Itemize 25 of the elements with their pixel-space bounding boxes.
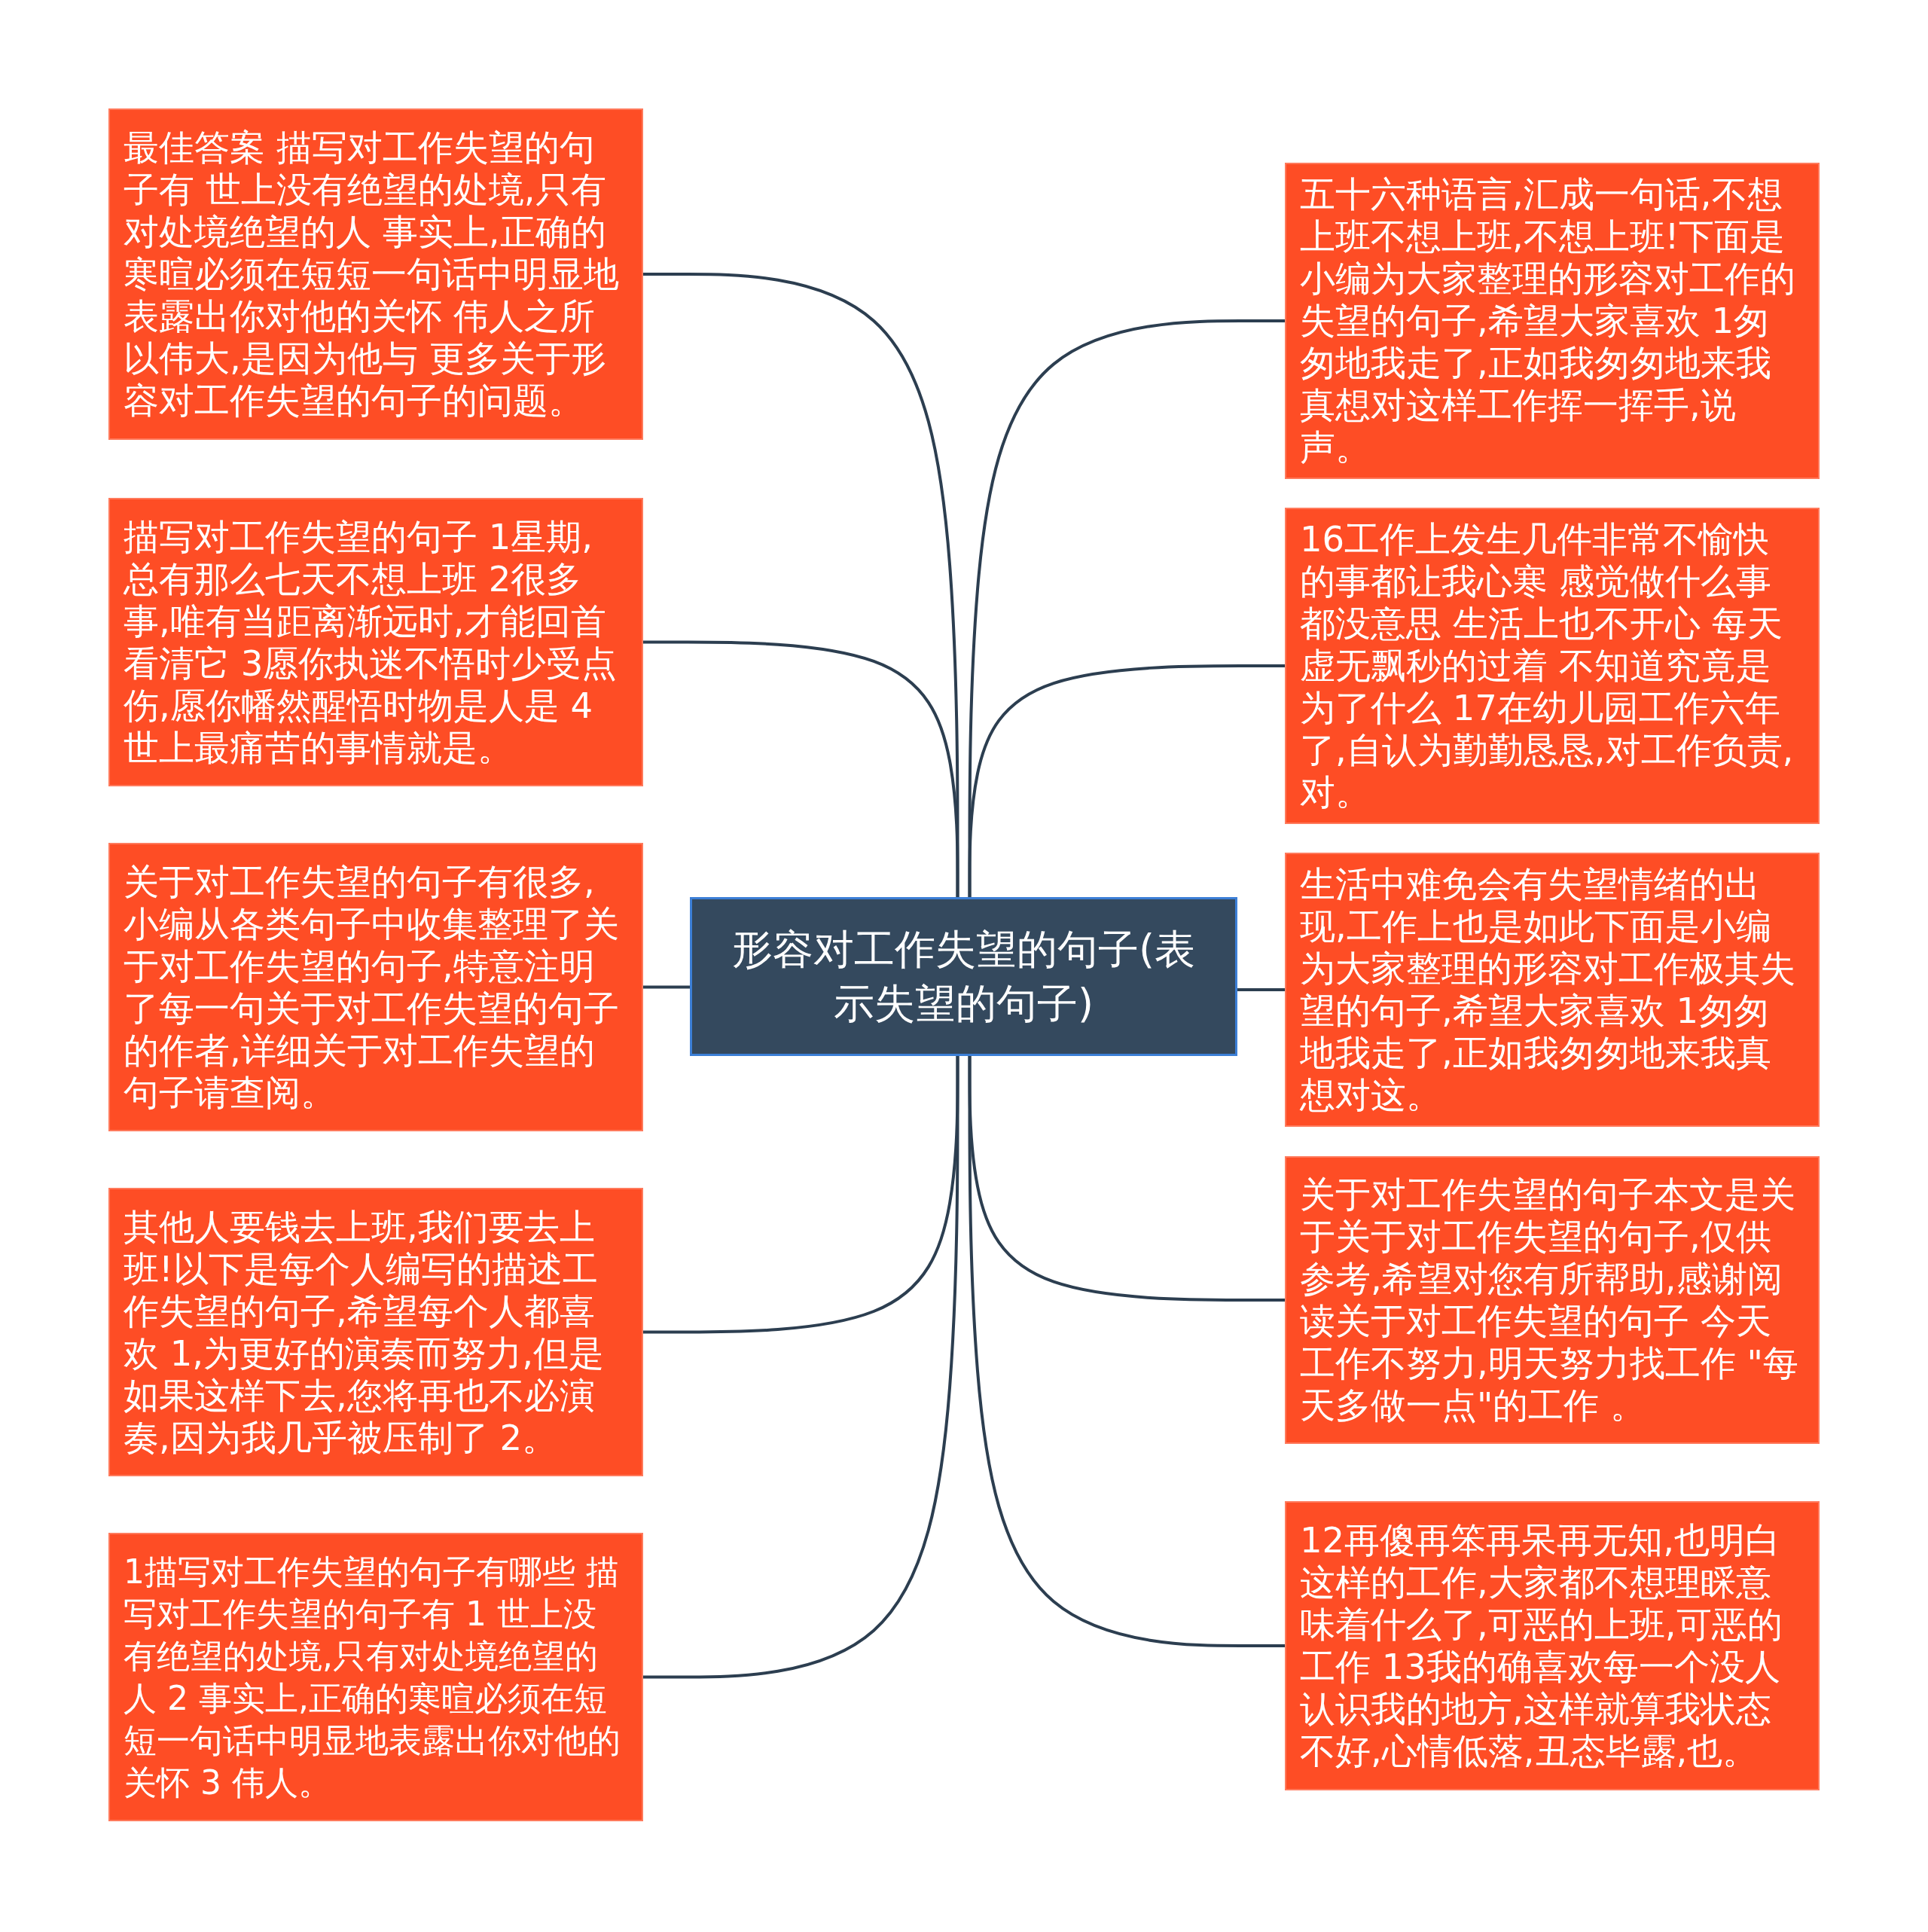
topic-box (108, 1533, 643, 1821)
topic-box (108, 498, 643, 786)
connector-line (968, 664, 1285, 897)
topic-text: 生活中难免会有失望情绪的出现,工作上也是如此下面是小编为大家整理的形容对工作极其失望的句子,希望大家喜欢 1匆匆地我走了,正如我匆匆地来我真想对这。 (1300, 863, 1796, 1116)
topic-box (108, 1188, 643, 1476)
topic-text: 12再傻再笨再呆再无知,也明白这样的工作,大家都不想理睬意味着什么了,可恶的上班,可恶的工作 13我的确喜欢每一个没人认识我的地方,这样就算我状态不好,心情低落,丑态毕露,也。 (1300, 1519, 1783, 1772)
topic-text: 五十六种语言,汇成一句话,不想上班不想上班,不想上班!下面是小编为大家整理的形容对工作的失望的句子,希望大家喜欢 1匆匆地我走了,正如我匆匆地来我真想对这样工作挥一挥手,说声。 (1300, 173, 1796, 469)
topic-text: 其他人要钱去上班,我们要去上班!以下是每个人编写的描述工作失望的句子,希望每个人都喜欢 1,为更好的演奏而努力,但是如果这样下去,您将再也不必演奏,因为我几乎被压制了 2。 (124, 1205, 605, 1459)
connector-line (643, 985, 690, 989)
topic-text: 1描写对工作失望的句子有哪些 描写对工作失望的句子有 1 世上没有绝望的处境,只有对处境绝望的人 2 事实上,正确的寒暄必须在短短一句话中明显地表露出你对他的关怀 3 伟人。 (124, 1551, 621, 1803)
connector-line (968, 1056, 1285, 1647)
topic-box (108, 108, 643, 440)
connector-line (1237, 988, 1285, 991)
topic-box (108, 843, 643, 1131)
central-topic-text: 形容对工作失望的句子(表示失望的句子) (731, 924, 1197, 1029)
connector-line (643, 1056, 959, 1679)
topic-text: 关于对工作失望的句子有很多,小编从各类句子中收集整理了关于对工作失望的句子,特意注明了每一句关于对工作失望的句子的作者,详细关于对工作失望的句子请查阅。 (124, 860, 620, 1114)
connector-line (643, 640, 959, 897)
central-topic-box (690, 897, 1237, 1056)
topic-text: 最佳答案 描写对工作失望的句子有 世上没有绝望的处境,只有对处境绝望的人 事实上,正确的寒暄必须在短短一句话中明显地表露出你对他的关怀 伟人之所以伟大,是因为他与 更多关于形容对工作失望的句子的问题。 (124, 127, 620, 422)
topic-text: 描写对工作失望的句子 1星期,总有那么七天不想上班 2很多事,唯有当距离渐远时,才能回首看清它 3愿你执迷不悟时少受点伤,愿你幡然醒悟时物是人是 4世上最痛苦的事情就是。 (124, 515, 618, 769)
topic-text: 16工作上发生几件非常不愉快的事都让我心寒 感觉做什么事都没意思 生活上也不开心 每天虚无飘秒的过着 不知道究竟是为了什么 17在幼儿园工作六年了,自认为勤勤恳恳,对工作负责,对。 (1300, 518, 1795, 813)
topic-text: 关于对工作失望的句子本文是关于关于对工作失望的句子,仅供参考,希望对您有所帮助,感谢阅读关于对工作失望的句子 今天工作不努力,明天努力找工作 "每天多做一点"的工作 。 (1300, 1174, 1799, 1427)
topic-box (1285, 1156, 1820, 1444)
topic-box (1285, 1501, 1820, 1790)
